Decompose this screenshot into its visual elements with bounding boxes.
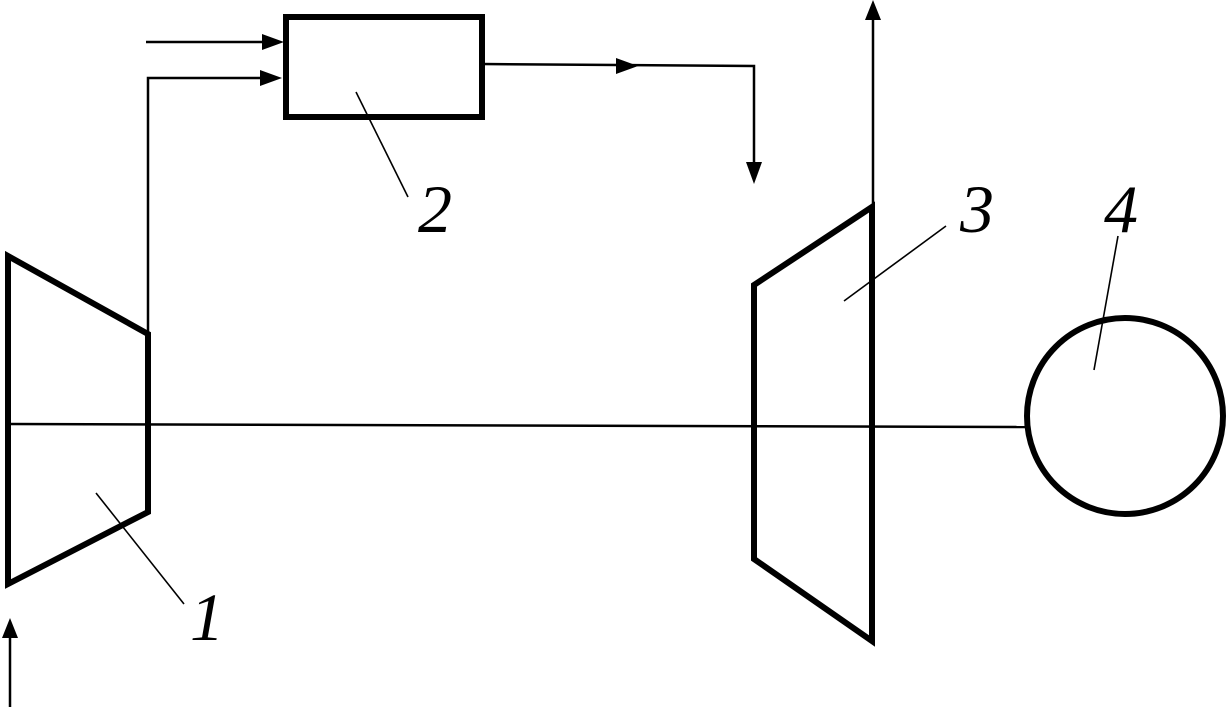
label-compressor: 1 <box>190 579 224 655</box>
leader-line-3 <box>843 225 947 302</box>
compressed-air-arrowhead <box>260 70 282 86</box>
leader-line-4 <box>1093 235 1119 371</box>
hot-gas-mid-arrowhead <box>616 58 638 74</box>
hot-gas-line <box>481 62 756 166</box>
air-inlet-arrowhead <box>2 618 18 638</box>
compressed-air-line <box>146 76 262 334</box>
label-generator: 4 <box>1104 171 1138 247</box>
leader-line-1 <box>95 492 185 605</box>
label-turbine: 3 <box>959 171 994 247</box>
generator-circle <box>1024 315 1226 517</box>
hot-gas-turbine-arrowhead <box>746 162 762 184</box>
leader-line-2 <box>355 91 409 198</box>
label-combustion-chamber: 2 <box>418 171 452 247</box>
shaft-line <box>9 422 1029 429</box>
exhaust-arrowhead <box>865 0 881 20</box>
combustion-chamber-box <box>283 14 485 120</box>
compressor-shape <box>5 250 151 589</box>
fuel-inlet-arrowhead <box>262 34 284 50</box>
turbine-shape <box>751 201 875 647</box>
